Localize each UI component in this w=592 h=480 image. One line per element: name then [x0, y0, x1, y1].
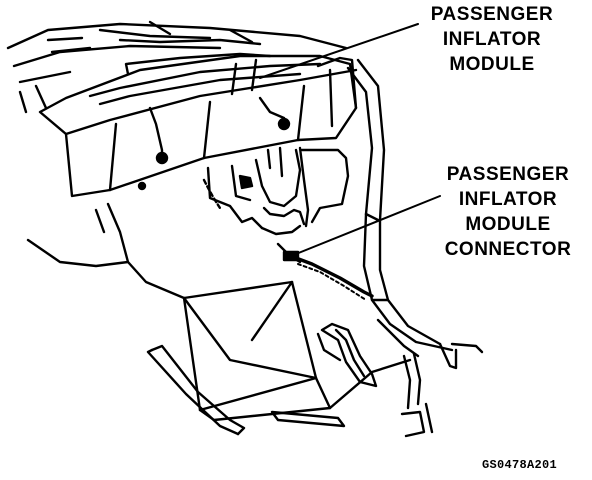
- kick-panel: [26, 202, 412, 436]
- callout-line-2: INFLATOR: [458, 189, 558, 210]
- callout-line-3: MODULE: [465, 214, 551, 235]
- a-pillar: [346, 58, 454, 358]
- leader-to-module: [259, 23, 419, 79]
- leader-to-connector: [295, 195, 441, 255]
- callout-line-1: PASSENGER: [446, 164, 570, 185]
- callout-passenger-inflator-module-connector: PASSENGER INFLATOR MODULE CONNECTOR: [432, 162, 584, 262]
- callout-passenger-inflator-module: PASSENGER INFLATOR MODULE: [412, 2, 572, 77]
- leader-lines: [259, 23, 441, 255]
- mounting-bracket: [202, 146, 350, 236]
- figure-id: GS0478A201: [482, 458, 558, 472]
- door-hinge: [316, 322, 484, 438]
- inflator-module-housing: [38, 52, 358, 198]
- callout-line-3: MODULE: [449, 54, 535, 75]
- connector-harness: [276, 242, 374, 301]
- callout-line-4: CONNECTOR: [444, 239, 572, 260]
- callout-line-2: INFLATOR: [442, 29, 542, 50]
- dashboard-top: [6, 20, 348, 114]
- callout-line-1: PASSENGER: [430, 4, 554, 25]
